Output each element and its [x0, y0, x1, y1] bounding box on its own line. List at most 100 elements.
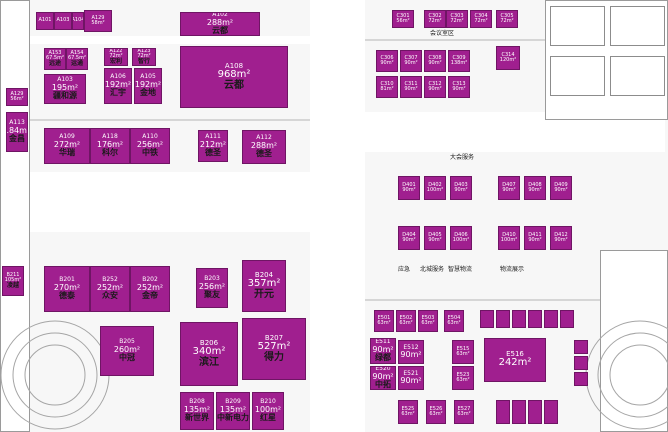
booth-area: 184m² [7, 125, 27, 135]
booth-strip[interactable] [496, 400, 510, 424]
d-foot-label-4: 物流展示 [500, 266, 525, 273]
booth-strip[interactable] [512, 310, 526, 328]
booth-strip[interactable] [574, 356, 588, 370]
booth-strip[interactable] [528, 310, 542, 328]
booth-strip[interactable] [480, 310, 494, 328]
booth-exhibitor: 聚友 [204, 290, 220, 300]
booth-strip[interactable] [574, 340, 588, 354]
booth-A101[interactable]: A101 [36, 12, 54, 30]
booth-strip[interactable] [544, 310, 558, 328]
booth-A104[interactable]: A104 [72, 12, 84, 30]
booth-id: A102 [212, 12, 228, 19]
booth-strip[interactable] [512, 400, 526, 424]
booth-strip[interactable] [528, 400, 542, 424]
booth-id: E516 [506, 350, 524, 359]
booth-id: B211 [6, 271, 20, 278]
booth-area: 252m² [136, 282, 164, 292]
booth-area: 90m² [402, 237, 416, 243]
booth-area: 63m² [377, 320, 391, 326]
booth-area: 90m² [404, 86, 418, 92]
corridor-mid [30, 172, 360, 232]
booth-area: 90m² [502, 187, 516, 193]
booth-strip[interactable] [560, 310, 574, 328]
booth-A103-small[interactable]: A103 [54, 12, 72, 30]
booth-strip[interactable] [496, 310, 510, 328]
booth-A113[interactable]: A113184m²金昌 [6, 112, 28, 152]
booth-strip[interactable] [544, 400, 558, 424]
booth-id: C306 [380, 54, 394, 61]
booth-id: B203 [204, 275, 220, 283]
booth-area: 135m² [183, 404, 211, 414]
booth-strip[interactable] [574, 372, 588, 386]
